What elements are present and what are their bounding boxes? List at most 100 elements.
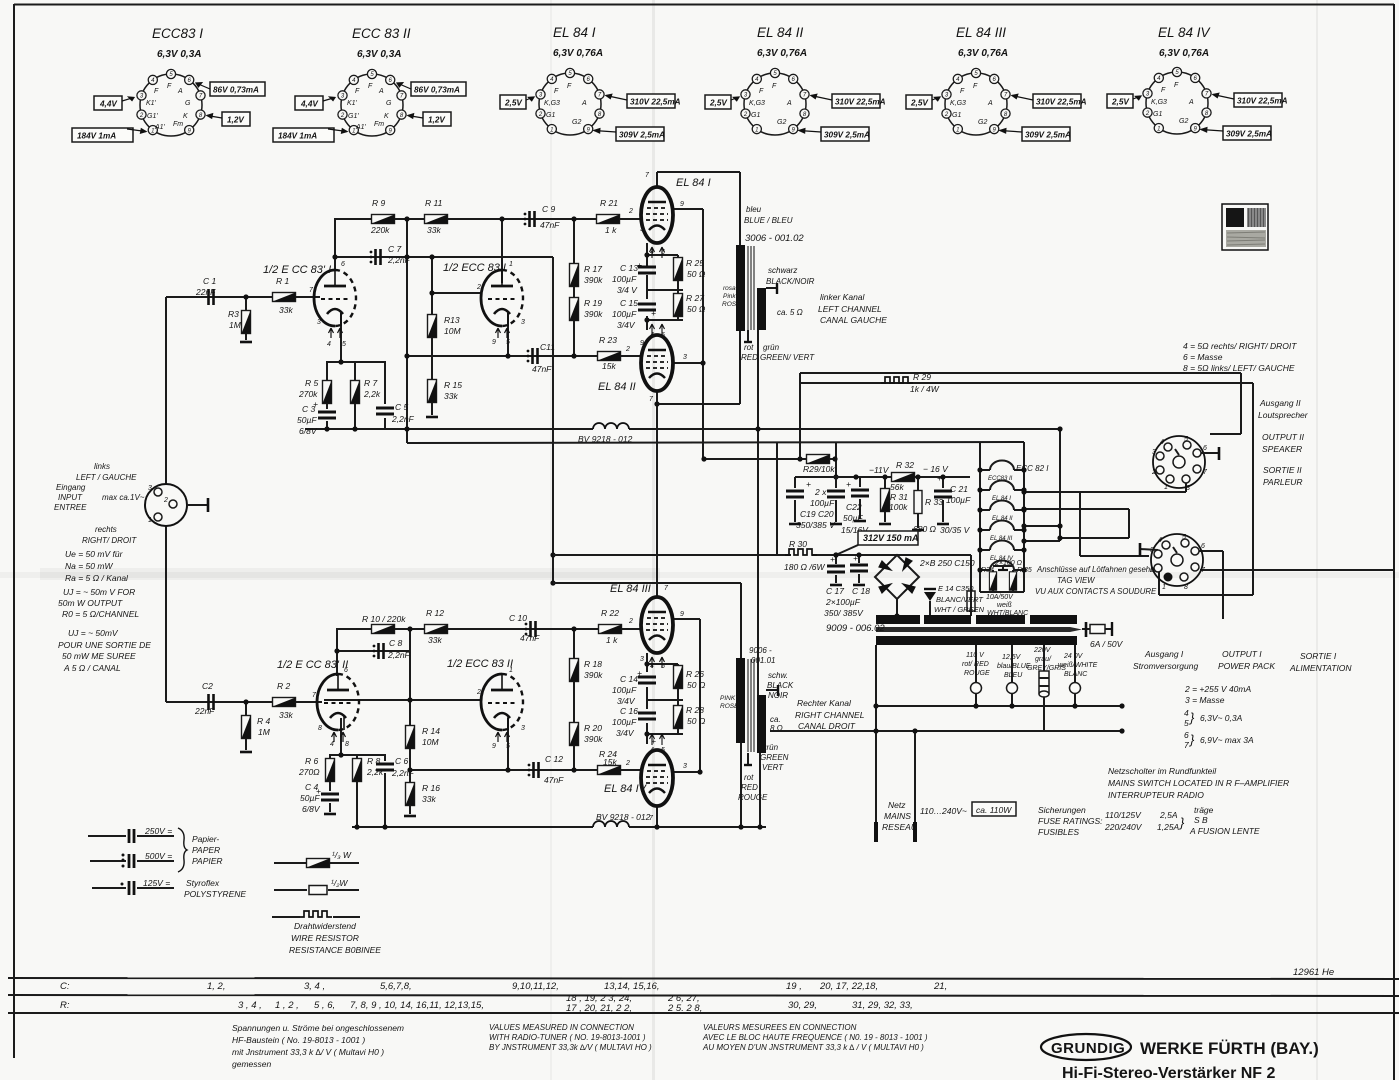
svg-text:5: 5 [661,663,665,670]
svg-text:50 Ω: 50 Ω [687,304,706,314]
svg-text:30, 29,: 30, 29, [788,1000,817,1011]
svg-text:Ra = 5 Ω / Kanal: Ra = 5 Ω / Kanal [65,573,129,583]
svg-text:47nF: 47nF [540,220,560,230]
svg-text:+: + [937,473,942,483]
svg-text:18 , 19, 2 3, 24,: 18 , 19, 2 3, 24, [566,993,632,1004]
svg-text:EL 84 II: EL 84 II [992,516,1013,522]
svg-text:BLANC: BLANC [1064,671,1088,678]
svg-text:47nF: 47nF [520,633,540,643]
svg-text:9: 9 [680,611,684,618]
svg-text:50µF: 50µF [297,415,317,425]
svg-text:WIRE RESISTOR: WIRE RESISTOR [291,933,359,943]
svg-text:GREEN: GREEN [760,753,789,762]
svg-text:2×100µF: 2×100µF [825,597,861,607]
svg-text:FUSE RATINGS:: FUSE RATINGS: [1038,816,1103,826]
svg-text:3 , 4 ,: 3 , 4 , [238,1000,262,1011]
svg-text:3: 3 [640,656,644,663]
svg-text:30/35 V: 30/35 V [940,525,971,535]
svg-text:C 16: C 16 [620,706,638,716]
svg-text:C 13: C 13 [620,263,638,273]
svg-text:17 , 20, 21, 2 2,: 17 , 20, 21, 2 2, [566,1003,632,1014]
svg-text:7: 7 [1201,567,1206,574]
svg-text:15k: 15k [603,757,617,767]
svg-text:R 11: R 11 [425,198,443,208]
svg-text:BLUE / BLEU: BLUE / BLEU [744,216,793,225]
svg-text:7: 7 [312,692,317,699]
svg-text:220V: 220V [1033,647,1052,654]
svg-text:6,3V 0,76A: 6,3V 0,76A [1159,48,1209,59]
svg-text:390k: 390k [584,275,603,285]
svg-text:5: 5 [661,332,665,339]
svg-text:C11: C11 [540,342,555,352]
svg-text:13,14, 15,16,: 13,14, 15,16, [604,981,659,992]
svg-text:EL 84 II: EL 84 II [757,25,804,40]
svg-text:1, 2,: 1, 2, [207,981,226,992]
svg-text:CANAL GAUCHE: CANAL GAUCHE [820,315,887,325]
svg-text:6: 6 [1201,543,1205,550]
svg-text:15k: 15k [602,361,616,371]
svg-text:50 Ω: 50 Ω [687,269,706,279]
svg-text:5: 5 [506,339,510,346]
svg-text:3/4V: 3/4V [617,320,636,330]
svg-text:5: 5 [342,341,346,348]
svg-text:+: + [806,479,811,489]
svg-text:PAPIER: PAPIER [192,856,223,866]
svg-text:8: 8 [345,741,349,748]
svg-text:GREEN/ VERT: GREEN/ VERT [760,353,815,362]
svg-text:33k: 33k [427,225,441,235]
svg-text:2: 2 [625,760,630,767]
svg-text:}: } [1188,732,1195,747]
svg-text:1: 1 [1164,484,1168,491]
svg-text:2,2k: 2,2k [363,389,381,399]
svg-text:R 26: R 26 [686,669,704,679]
svg-text:500V =: 500V = [145,851,172,861]
svg-text:POWER PACK: POWER PACK [1218,661,1275,671]
svg-text:SPEAKER: SPEAKER [1262,444,1302,454]
svg-text:+: + [313,399,318,409]
svg-text:6/8V: 6/8V [299,426,318,436]
svg-text:EL 84 I: EL 84 I [553,25,596,40]
svg-text:LEFT / GAUCHE: LEFT / GAUCHE [76,473,137,482]
svg-text:Papier-: Papier- [192,834,219,844]
svg-text:1 , 2 ,: 1 , 2 , [275,1000,299,1011]
svg-text:Anschlüsse auf Lötfahnen geseh: Anschlüsse auf Lötfahnen gesehen [1036,565,1159,574]
svg-text:3: 3 [521,319,525,326]
svg-text:100µF: 100µF [612,717,637,727]
svg-text:C 1: C 1 [203,276,217,286]
svg-text:Netz: Netz [888,800,906,810]
svg-text:2: 2 [163,497,168,504]
svg-text:EL 84 I: EL 84 I [992,496,1011,502]
svg-text:390k: 390k [584,734,603,744]
svg-text:110/125V: 110/125V [1105,810,1142,820]
svg-text:BLEU: BLEU [1004,672,1023,679]
svg-text:WERKE FÜRTH (BAY.): WERKE FÜRTH (BAY.) [1140,1039,1319,1058]
svg-text:2,2k: 2,2k [366,767,384,777]
svg-text:SORTIE II: SORTIE II [1263,465,1302,475]
svg-text:ROUGE: ROUGE [738,793,768,802]
svg-text:250V =: 250V = [144,826,172,836]
svg-text:6A / 50V: 6A / 50V [1090,639,1124,649]
svg-text:10M: 10M [444,326,461,336]
svg-text:R 22: R 22 [601,608,619,618]
svg-text:linker Kanal: linker Kanal [820,292,866,302]
svg-text:6,3V~ 0,3A: 6,3V~ 0,3A [1200,713,1243,723]
svg-text:2,2nF: 2,2nF [391,414,415,424]
svg-text:6: 6 [341,261,345,268]
svg-text:R 17: R 17 [584,264,602,274]
svg-text:24 0V: 24 0V [1063,653,1084,660]
svg-text:S B: S B [1194,815,1208,825]
svg-text:+: + [637,668,642,678]
svg-text:1/2 ECC 83 II: 1/2 ECC 83 II [447,658,513,670]
svg-text:5: 5 [1184,718,1189,728]
svg-text:4: 4 [1184,708,1189,718]
svg-text:R 18: R 18 [584,659,602,669]
svg-text:+: + [637,260,642,270]
svg-text:AVEC LE BLOC HAUTE FREQUENC: AVEC LE BLOC HAUTE FREQUENCE ( N0. 19 - … [702,1033,928,1042]
svg-text:6,3V 0,3A: 6,3V 0,3A [157,49,201,60]
svg-text:SORTIE I: SORTIE I [1300,651,1337,661]
svg-text:VALUES MEASURED IN CONNECTION: VALUES MEASURED IN CONNECTION [489,1023,634,1032]
svg-text:blau/BLUE: blau/BLUE [997,663,1031,670]
svg-text:100µF: 100µF [612,274,637,284]
svg-text:5: 5 [661,249,665,256]
svg-text:R 16: R 16 [422,783,440,793]
